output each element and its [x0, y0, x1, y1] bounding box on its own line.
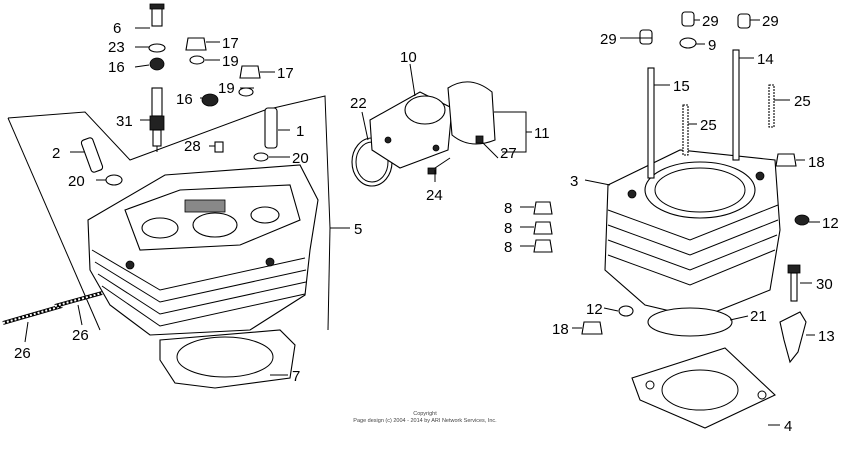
spark-plug [149, 87, 165, 152]
callout-22: 22 [350, 95, 367, 112]
callout-30: 30 [816, 276, 833, 293]
callout-12: 12 [822, 215, 839, 232]
callout-12: 12 [586, 301, 603, 318]
callout-28: 28 [184, 138, 201, 155]
base-gasket [631, 347, 776, 429]
callout-14: 14 [757, 51, 774, 68]
callout-25: 25 [794, 93, 811, 110]
callout-23: 23 [108, 39, 125, 56]
copyright-label: Copyright [413, 411, 437, 417]
callout-19: 19 [218, 80, 235, 97]
head-gasket [159, 329, 296, 389]
callout-10: 10 [400, 49, 417, 66]
callout-29: 29 [762, 13, 779, 30]
intake-group [351, 81, 553, 253]
callout-29: 29 [600, 31, 617, 48]
callout-13: 13 [818, 328, 835, 345]
callout-8: 8 [504, 239, 512, 256]
callout-29: 29 [702, 13, 719, 30]
callout-20: 20 [292, 150, 309, 167]
callout-16: 16 [108, 59, 125, 76]
band-27 [447, 81, 496, 145]
callout-21: 21 [750, 308, 767, 325]
callout-26: 26 [14, 345, 31, 362]
cap-nuts [185, 37, 261, 153]
callout-2: 2 [52, 145, 60, 162]
callout-3: 3 [570, 173, 578, 190]
callout-1: 1 [296, 123, 304, 140]
callouts: 6 23 16 31 17 19 17 16 19 28 1 2 20 20 2… [14, 13, 839, 435]
cylinder-group [581, 11, 810, 429]
callout-4: 4 [784, 418, 792, 435]
copyright-notice: Page design (c) 2004 - 2014 by ARI Netwo… [353, 418, 497, 424]
callout-19: 19 [222, 53, 239, 70]
callout-27: 27 [500, 145, 517, 162]
cylinder-head [87, 164, 319, 336]
callout-9: 9 [708, 37, 716, 54]
callout-31: 31 [116, 113, 133, 130]
callout-26: 26 [72, 327, 89, 344]
studs-26 [2, 291, 103, 325]
cylinder-head-group [2, 3, 350, 389]
valves [80, 107, 278, 186]
callout-6: 6 [113, 20, 121, 37]
callout-11: 11 [534, 125, 550, 142]
callout-25: 25 [700, 117, 717, 134]
callout-7: 7 [292, 368, 300, 385]
callout-8: 8 [504, 200, 512, 217]
nuts-8 [533, 201, 553, 253]
callout-17: 17 [222, 35, 239, 52]
callout-8: 8 [504, 220, 512, 237]
callout-15: 15 [673, 78, 690, 95]
callout-5: 5 [354, 221, 362, 238]
leader-lines [24, 19, 820, 426]
callout-18: 18 [552, 321, 569, 338]
callout-17: 17 [277, 65, 294, 82]
callout-16: 16 [176, 91, 193, 108]
callout-24: 24 [426, 187, 443, 204]
callout-18: 18 [808, 154, 825, 171]
plug-cap [148, 3, 166, 71]
callout-20: 20 [68, 173, 85, 190]
